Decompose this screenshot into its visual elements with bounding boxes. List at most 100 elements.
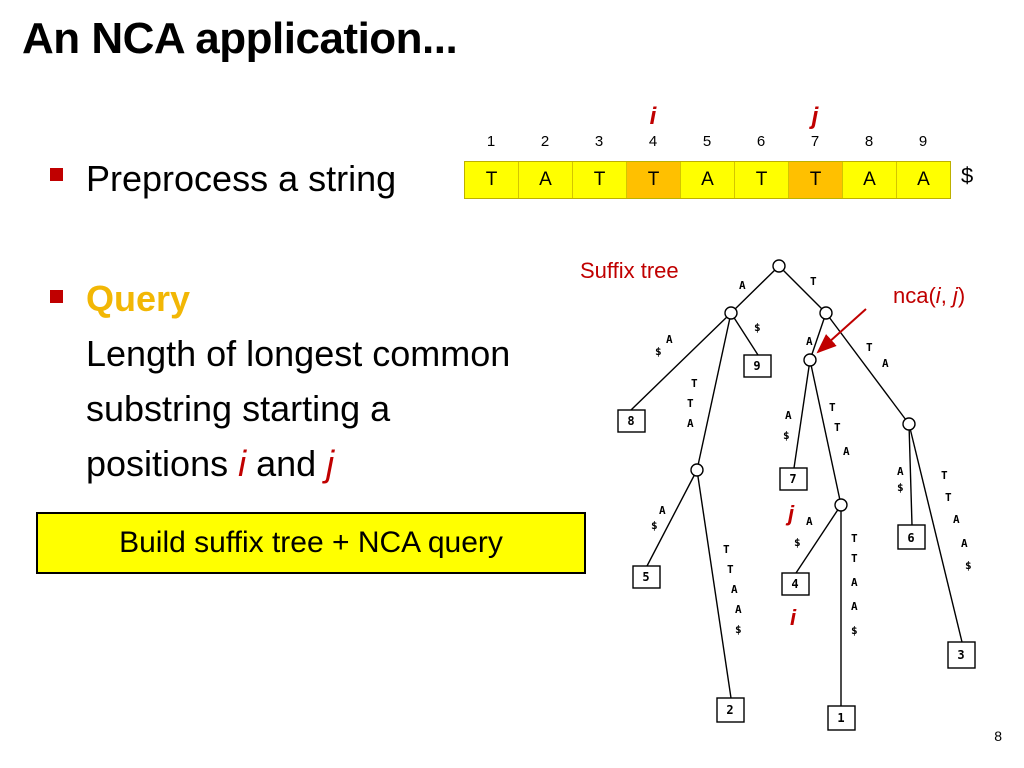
tree-node: [819, 306, 833, 320]
nca-i: i: [935, 283, 941, 308]
tree-edge: [730, 312, 759, 356]
query-text-a: positions: [86, 443, 239, 484]
edge-label: $: [965, 559, 972, 572]
string-cell: A: [897, 162, 950, 198]
index-label: 9: [918, 133, 928, 150]
index-label: 1: [486, 133, 496, 150]
index-label: 7: [810, 133, 820, 150]
edge-label: T: [723, 543, 730, 556]
tree-edge: [825, 312, 910, 425]
index-label: 3: [594, 133, 604, 150]
tree-edge: [730, 265, 780, 314]
edge-label: A: [659, 504, 666, 517]
edge-label: A: [731, 583, 738, 596]
tree-edge: [630, 312, 732, 411]
leaf-box: [617, 409, 646, 433]
edge-label: A: [953, 513, 960, 526]
tree-marker-i: i: [790, 605, 797, 630]
string-cell-highlighted: T: [627, 162, 681, 198]
nca-label: nca(i, j): [893, 283, 965, 309]
leaf-label-2: 2: [726, 703, 733, 717]
edge-label: $: [735, 623, 742, 636]
leaf-label-4: 4: [791, 577, 798, 591]
string-cell: T: [735, 162, 789, 198]
edge-label: A: [851, 576, 858, 589]
edge-label: T: [851, 532, 858, 545]
edge-label: T: [941, 469, 948, 482]
edge-label: $: [851, 624, 858, 637]
leaf-label-5: 5: [642, 570, 649, 584]
leaf-box: [632, 565, 661, 589]
edge-label: A: [806, 335, 813, 348]
nca-sep: ,: [940, 283, 953, 308]
string-cell: A: [681, 162, 735, 198]
tree-node-nca: [803, 353, 817, 367]
bullet-marker: [50, 168, 63, 181]
edge-label: T: [810, 275, 817, 288]
string-cell: A: [519, 162, 573, 198]
leaf-box: [781, 572, 810, 596]
string-terminator: $: [961, 163, 974, 188]
edge-label: T: [945, 491, 952, 504]
page-number: 8: [994, 728, 1002, 744]
query-label: Query: [86, 278, 191, 319]
edge-label: A: [882, 357, 889, 370]
tree-internal-nodes: [690, 259, 916, 512]
edge-label: A: [666, 333, 673, 346]
string-cell-highlighted: T: [789, 162, 843, 198]
tree-node-root: [772, 259, 786, 273]
edge-label: T: [834, 421, 841, 434]
slide-title: An NCA application...: [22, 14, 458, 63]
edge-label: A: [739, 279, 746, 292]
leaf-label-8: 8: [627, 414, 634, 428]
edge-label: $: [783, 429, 790, 442]
leaf-label-1: 1: [837, 711, 844, 725]
edge-label: A: [735, 603, 742, 616]
index-label: 8: [864, 133, 874, 150]
tree-edge: [908, 423, 913, 526]
query-i: i: [238, 443, 247, 484]
edge-label: T: [691, 377, 698, 390]
edge-label: $: [651, 519, 658, 532]
tree-edge: [809, 359, 842, 506]
leaf-box: [779, 467, 808, 491]
string-cells: T A T T A T T A A: [464, 161, 951, 199]
nca-suffix: ): [957, 283, 966, 308]
tree-node: [724, 306, 738, 320]
leaf-box: [947, 641, 976, 669]
edge-label: $: [794, 536, 801, 549]
tree-node: [690, 463, 704, 477]
j-pointer: j: [811, 103, 819, 130]
edge-label: A: [806, 515, 813, 528]
leaf-box: [743, 354, 772, 378]
tree-node: [902, 417, 916, 431]
tree-edges: [630, 265, 963, 706]
leaf-labels: 9 8 7 5 4 6 3 2 1: [627, 359, 964, 725]
leaf-box: [716, 697, 745, 723]
edge-label: T: [829, 401, 836, 414]
leaf-box: [897, 524, 926, 550]
leaf-label-3: 3: [957, 648, 964, 662]
bullet-marker: [50, 290, 63, 303]
tree-edge: [696, 469, 732, 699]
index-label: 5: [702, 133, 712, 150]
bullet-preprocess: Preprocess a string: [86, 158, 397, 199]
query-j: j: [326, 443, 335, 484]
nca-prefix: nca(: [893, 283, 936, 308]
leaf-box: [827, 705, 856, 731]
string-cell: T: [465, 162, 519, 198]
tree-edge: [908, 423, 963, 643]
index-label: 4: [648, 133, 658, 150]
tree-edge: [646, 469, 698, 567]
edge-label: A: [687, 417, 694, 430]
query-text-b: and: [246, 443, 327, 484]
tree-edge: [795, 504, 842, 574]
edge-label: $: [655, 345, 662, 358]
edge-labels: A T $ A $ T T A A $ T T A A $ A T A A $ …: [651, 275, 972, 637]
edge-label: A: [851, 600, 858, 613]
callout-box: Build suffix tree + NCA query: [36, 512, 586, 574]
edge-label: A: [961, 537, 968, 550]
edge-label: $: [754, 321, 761, 334]
edge-label: T: [687, 397, 694, 410]
